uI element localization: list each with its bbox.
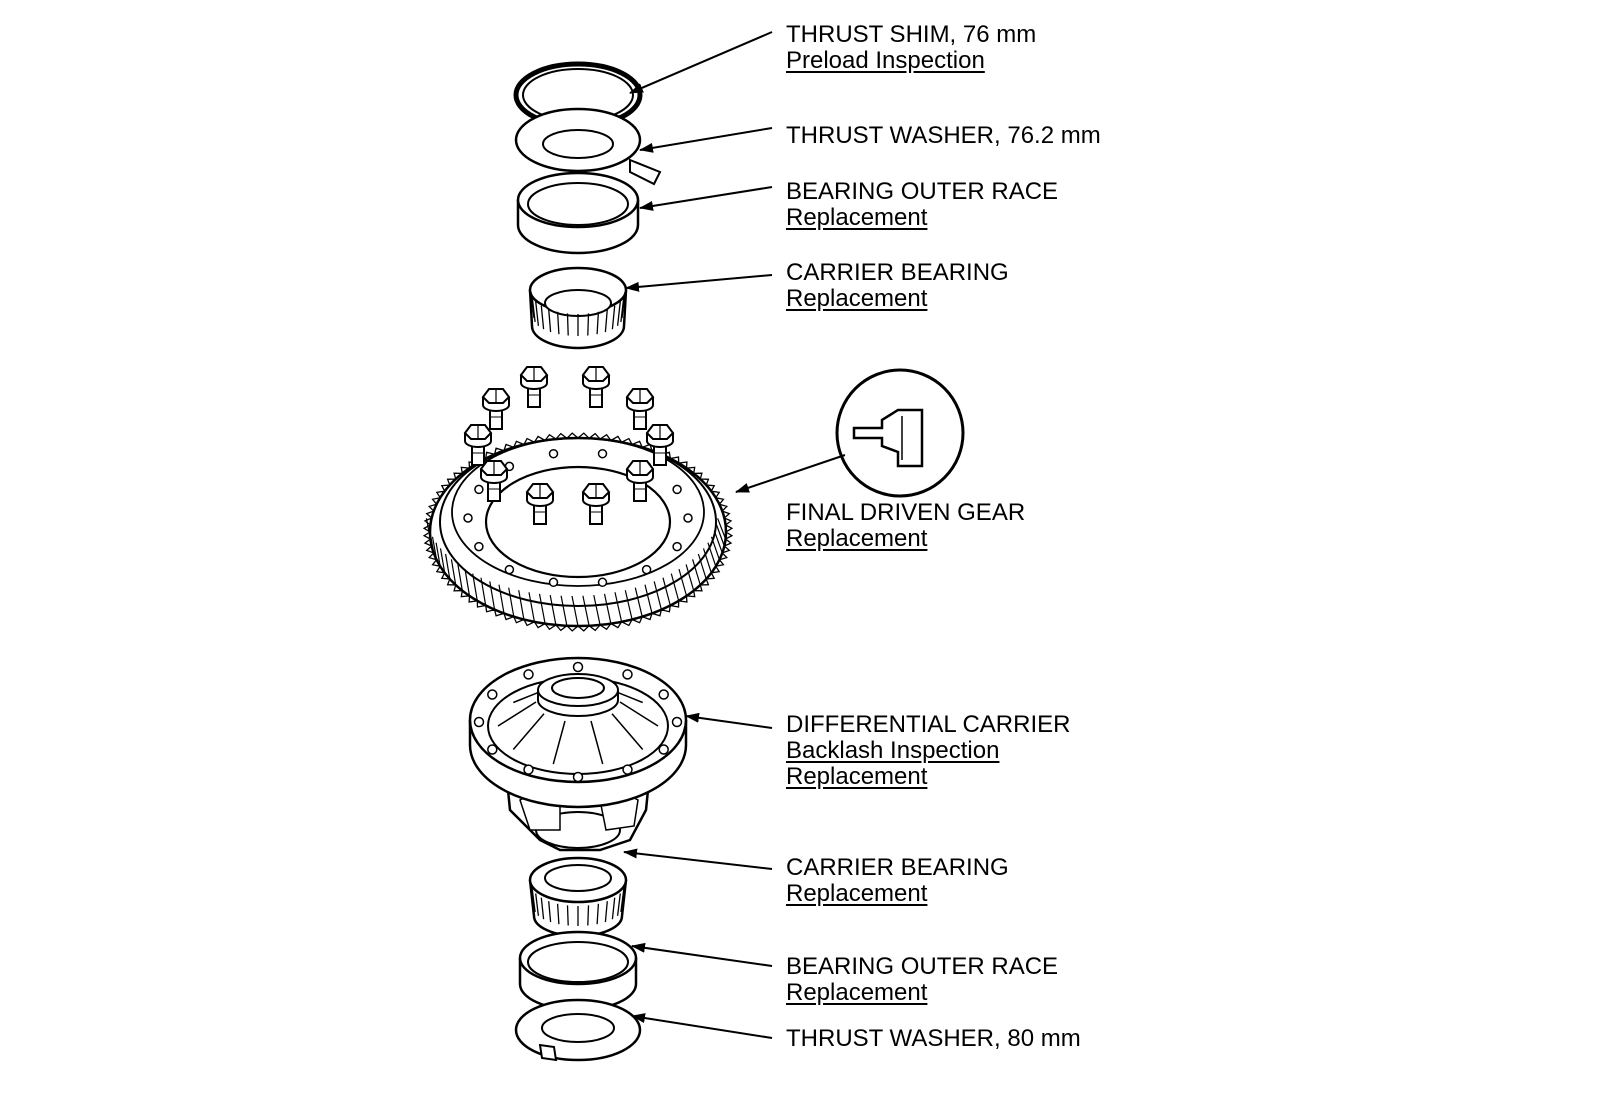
- gear-bolts: [463, 366, 675, 525]
- outer-race-bottom-part: [518, 930, 638, 1012]
- label-title: BEARING OUTER RACE: [786, 178, 1059, 205]
- leader-carrier-bearing-bottom: [623, 848, 773, 870]
- flange-hole: [487, 689, 498, 700]
- label-final-driven-gear: FINAL DRIVEN GEAR Replacement: [786, 500, 1025, 552]
- label-carrier-bearing-top: CARRIER BEARING Replacement: [786, 260, 1009, 312]
- final-driven-gear-part: [422, 432, 734, 632]
- bolt: [625, 388, 655, 430]
- gear-hole: [474, 484, 484, 495]
- label-carrier-bearing-bottom: CARRIER BEARING Replacement: [786, 855, 1009, 907]
- label-sub: Replacement: [786, 204, 928, 231]
- bolt: [479, 460, 509, 502]
- leader-thrust-shim: [629, 31, 773, 94]
- leader-final-driven-gear: [735, 454, 846, 493]
- gear-hole: [548, 448, 559, 459]
- label-sub: Backlash Inspection: [786, 737, 1000, 764]
- leader-differential-carrier: [685, 712, 773, 729]
- bolt: [525, 483, 555, 525]
- flange-hole: [658, 689, 669, 700]
- label-sub: Replacement: [786, 880, 928, 907]
- bolt-detail-callout: [835, 368, 965, 498]
- label-title: FINAL DRIVEN GEAR: [786, 499, 1026, 526]
- label-sub: Replacement: [786, 763, 928, 790]
- bolt: [463, 424, 493, 466]
- label-title: DIFFERENTIAL CARRIER: [786, 711, 1071, 738]
- label-thrust-shim: THRUST SHIM, 76 mm Preload Inspection: [786, 22, 1036, 74]
- flange-hole: [572, 661, 584, 673]
- bolt: [581, 483, 611, 525]
- label-outer-race-top: BEARING OUTER RACE Replacement: [786, 179, 1058, 231]
- leader-thrust-washer-top: [639, 127, 773, 153]
- gear-hole: [672, 484, 682, 495]
- label-title: CARRIER BEARING: [786, 854, 1009, 881]
- flange-hole: [622, 669, 633, 680]
- flange-hole: [487, 744, 498, 755]
- label-sub: Replacement: [786, 525, 928, 552]
- gear-hole: [548, 577, 559, 588]
- thrust-washer-bottom-part: [514, 998, 642, 1062]
- bolt: [481, 388, 511, 430]
- outer-race-top-part: [516, 171, 640, 255]
- gear-hole: [683, 513, 693, 523]
- leader-thrust-washer-bottom: [631, 1013, 773, 1039]
- gear-hole: [672, 541, 682, 552]
- flange-hole: [622, 764, 633, 775]
- leader-lines: [623, 31, 846, 1039]
- flange-hole: [523, 764, 534, 775]
- leader-outer-race-top: [639, 186, 773, 211]
- gear-hole: [463, 513, 473, 523]
- label-sub: Replacement: [786, 979, 928, 1006]
- carrier-bearing-bottom-part: [528, 856, 628, 938]
- gear-hole: [597, 577, 608, 588]
- leader-outer-race-bottom: [631, 942, 773, 967]
- bolt: [581, 366, 611, 408]
- carrier-bearing-top-part: [528, 266, 628, 350]
- bolt: [625, 460, 655, 502]
- flange-hole: [523, 669, 534, 680]
- label-title: THRUST SHIM, 76 mm: [786, 21, 1037, 48]
- label-thrust-washer-bottom: THRUST WASHER, 80 mm: [786, 1026, 1081, 1052]
- label-title: BEARING OUTER RACE: [786, 953, 1059, 980]
- label-sub: Replacement: [786, 285, 928, 312]
- thrust-washer-top-part: [514, 107, 662, 186]
- label-outer-race-bottom: BEARING OUTER RACE Replacement: [786, 954, 1058, 1006]
- flange-hole: [572, 771, 584, 783]
- flange-hole: [671, 716, 683, 728]
- flange-hole: [473, 716, 485, 728]
- bolt: [645, 424, 675, 466]
- gear-hole: [597, 448, 608, 459]
- label-title: THRUST WASHER, 76.2 mm: [786, 122, 1101, 149]
- gear-hole: [504, 564, 515, 575]
- label-sub: Preload Inspection: [786, 47, 985, 74]
- label-thrust-washer-top: THRUST WASHER, 76.2 mm: [786, 123, 1101, 149]
- gear-hole: [474, 541, 484, 552]
- differential-carrier-part: [468, 656, 688, 852]
- label-differential-carrier: DIFFERENTIAL CARRIER Backlash Inspection…: [786, 712, 1070, 790]
- gear-hole: [641, 564, 652, 575]
- label-title: CARRIER BEARING: [786, 259, 1009, 286]
- flange-hole: [658, 744, 669, 755]
- leader-carrier-bearing-top: [625, 274, 773, 292]
- bolt: [519, 366, 549, 408]
- label-title: THRUST WASHER, 80 mm: [786, 1025, 1081, 1052]
